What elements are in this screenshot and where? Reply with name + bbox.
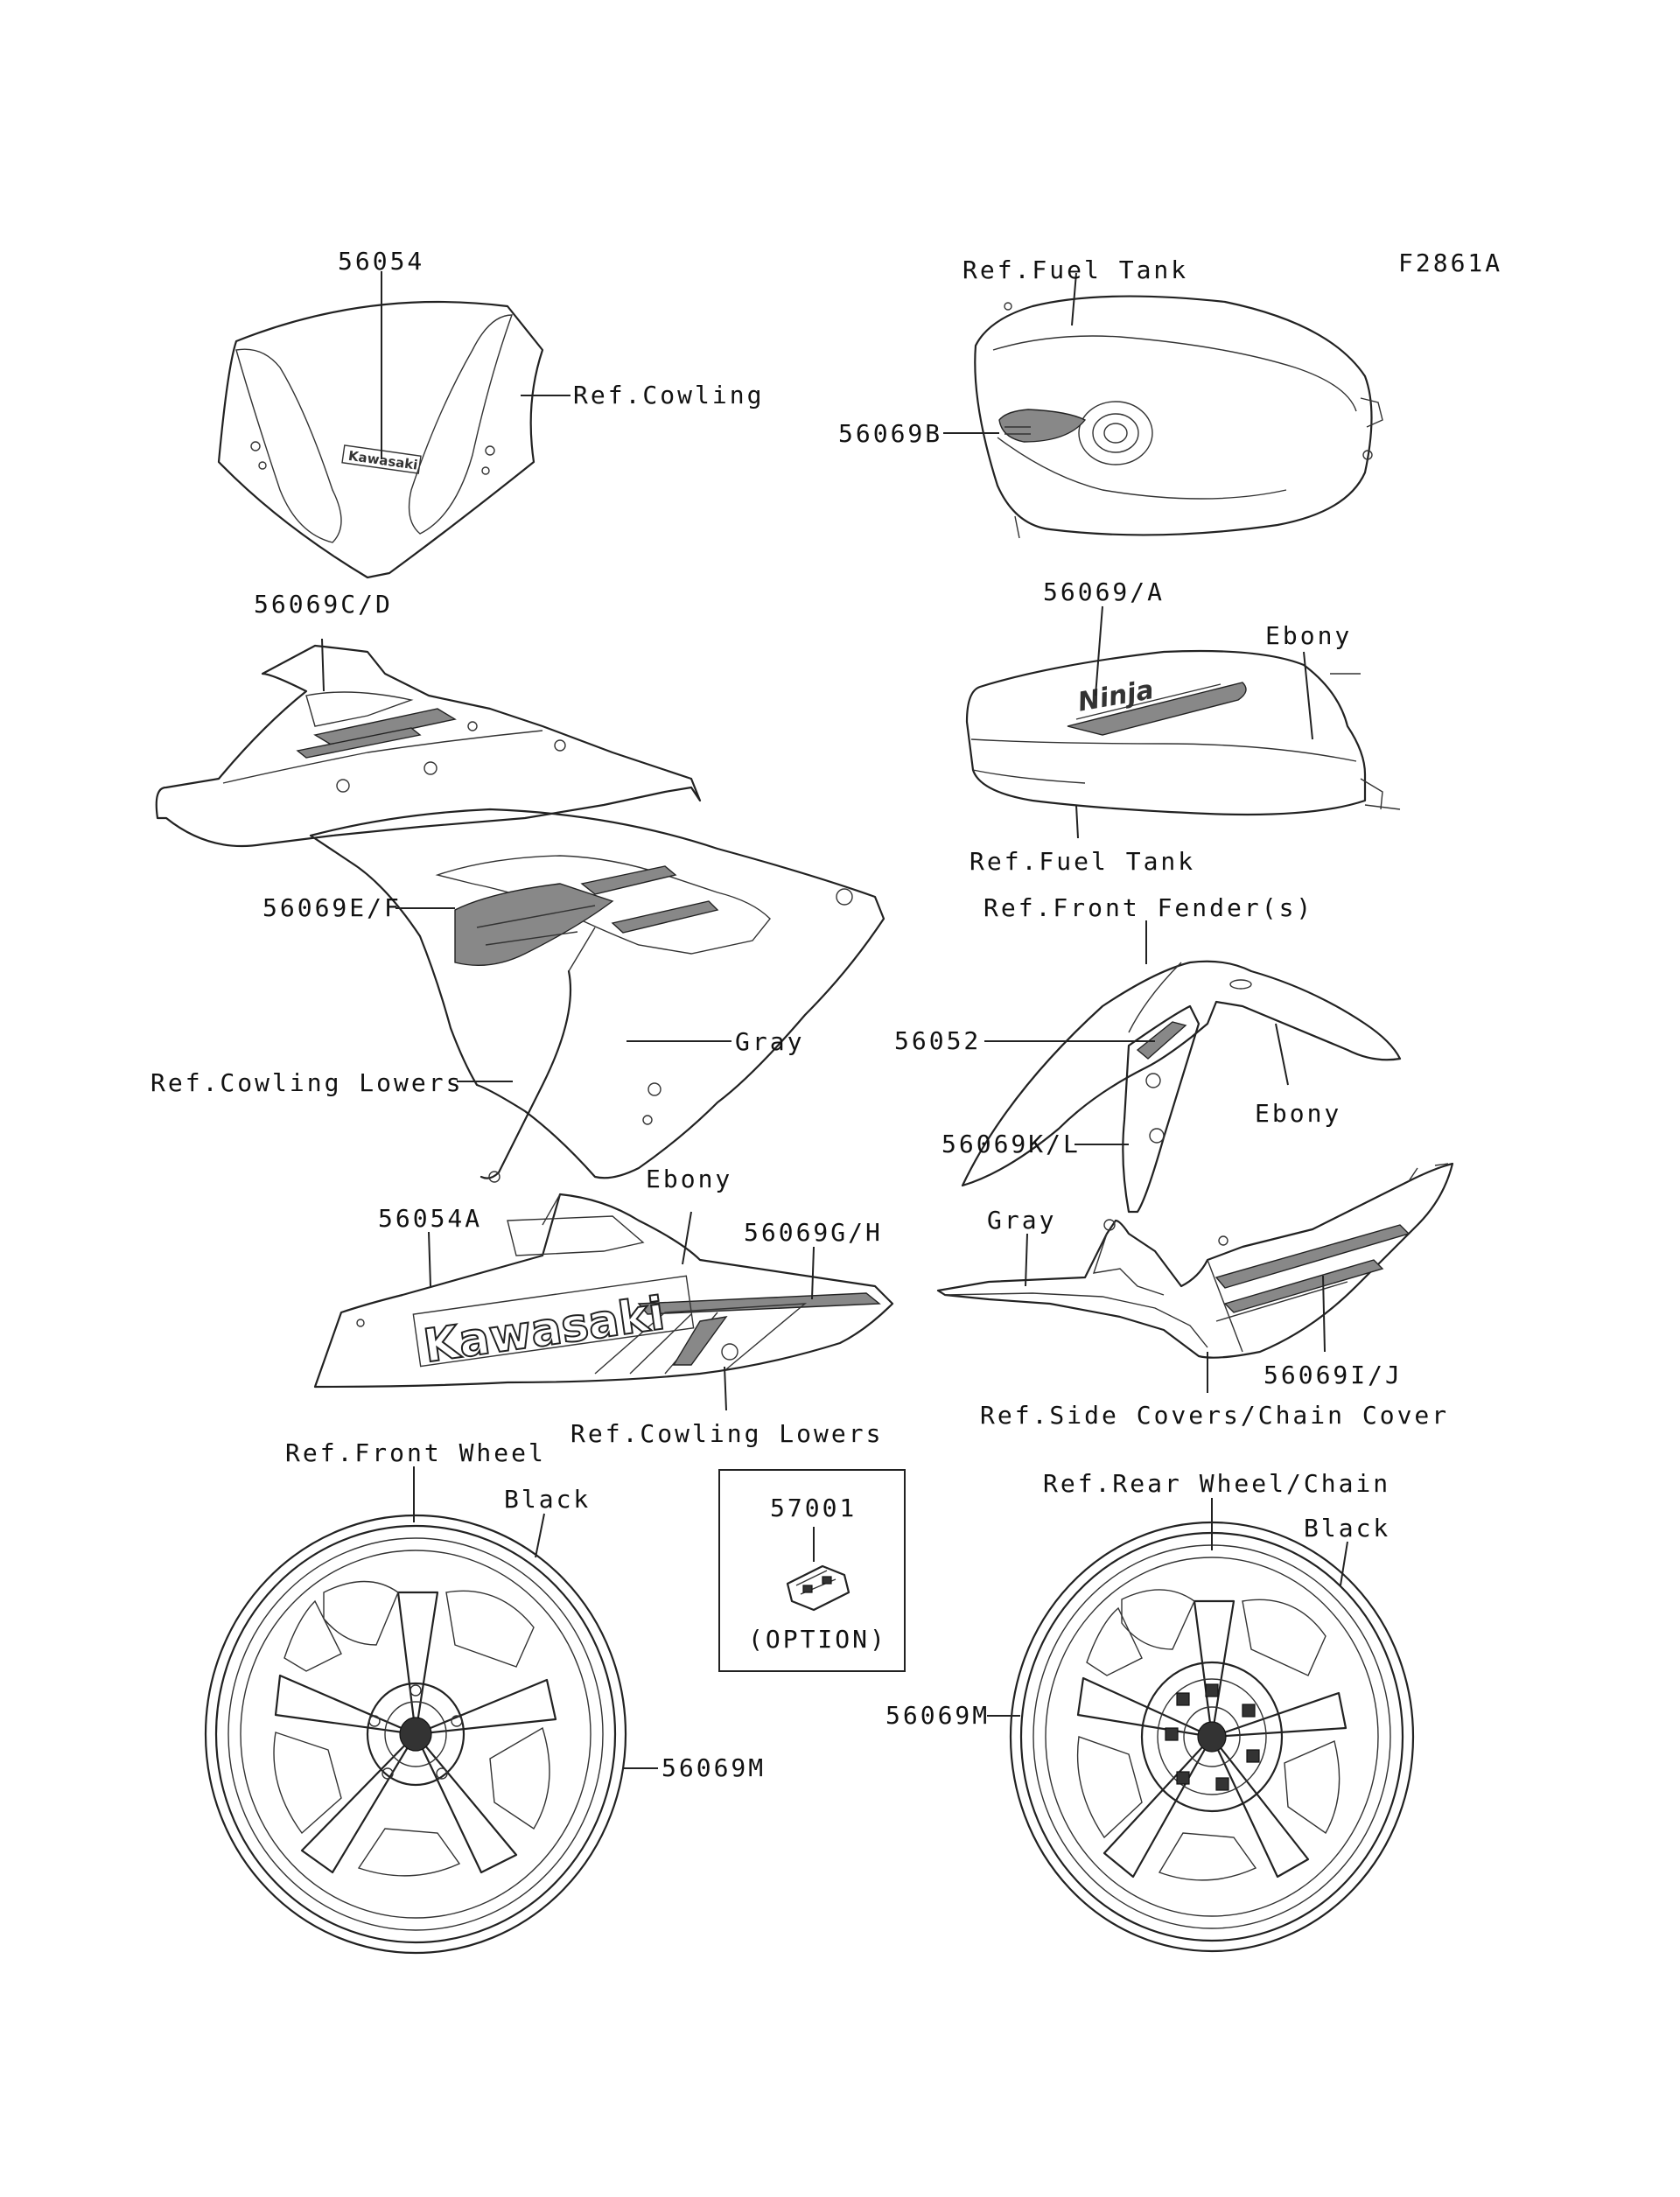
- lower-kawasaki-decal: Kawasaki: [421, 1288, 668, 1374]
- side-cover-illustration: [936, 1162, 1454, 1359]
- part-56054A-label: 56054A: [378, 1204, 482, 1233]
- color-ebony-tank-label: Ebony: [1265, 621, 1352, 650]
- front-fender-illustration: [961, 960, 1402, 1214]
- color-ebony-fender-label: Ebony: [1255, 1099, 1341, 1128]
- leader-ref-cowling-lowers-bottom: [724, 1366, 727, 1411]
- part-56069IJ-label: 56069I/J: [1264, 1361, 1403, 1389]
- leader-ebony-tank: [1303, 651, 1313, 740]
- side-cowling-illustration: [155, 644, 886, 1183]
- ref-front-fender-label: Ref.Front Fender(s): [984, 893, 1313, 922]
- leader-56069A: [1095, 605, 1103, 696]
- ref-rear-wheel-label: Ref.Rear Wheel/Chain: [1043, 1469, 1390, 1498]
- leader-56069GH: [811, 1246, 815, 1300]
- ref-cowling-lowers-left-label: Ref.Cowling Lowers: [150, 1068, 463, 1097]
- color-gray-sidecover-label: Gray: [987, 1206, 1056, 1235]
- rear-wheel-illustration: [1009, 1521, 1415, 1953]
- leader-black-rear: [1340, 1541, 1348, 1586]
- part-56054-label: 56054: [338, 247, 424, 276]
- part-57001-label: 57001: [770, 1494, 857, 1522]
- part-56069B-label: 56069B: [838, 419, 942, 448]
- ref-front-wheel-label: Ref.Front Wheel: [285, 1438, 546, 1467]
- part-56069CD-label: 56069C/D: [254, 590, 393, 619]
- part-56069M-rear-label: 56069M: [886, 1701, 990, 1730]
- color-ebony-lower-label: Ebony: [646, 1165, 732, 1193]
- leader-56054A: [428, 1231, 431, 1287]
- part-56069EF-label: 56069E/F: [262, 893, 402, 922]
- ref-fuel-tank-bottom-label: Ref.Fuel Tank: [970, 847, 1195, 876]
- leader-ebony-fender: [1275, 1023, 1289, 1086]
- fuel-tank-side-illustration: Ninja: [965, 649, 1401, 816]
- leader-56069IJ: [1322, 1275, 1326, 1353]
- leader-black-front: [535, 1513, 545, 1558]
- fuel-tank-top-illustration: [974, 295, 1383, 539]
- leader-56069CD: [321, 638, 325, 692]
- part-56052-label: 56052: [894, 1026, 981, 1055]
- part-56069GH-label: 56069G/H: [744, 1218, 883, 1247]
- front-wheel-illustration: [204, 1514, 627, 1955]
- option-label: (OPTION): [748, 1625, 887, 1654]
- part-56069M-front-label: 56069M: [662, 1753, 766, 1782]
- ref-cowling-label: Ref.Cowling: [573, 381, 764, 409]
- part-56069KL-label: 56069K/L: [942, 1130, 1081, 1158]
- part-56069A-label: 56069/A: [1043, 577, 1165, 606]
- windscreen-kawasaki-decal: Kawasaki: [347, 448, 419, 473]
- ref-side-covers-label: Ref.Side Covers/Chain Cover: [980, 1401, 1449, 1430]
- clip-part-illustration: [786, 1564, 850, 1612]
- figure-code: F2861A: [1398, 248, 1502, 277]
- sprocket-holes: [1165, 1683, 1260, 1791]
- color-black-front-label: Black: [504, 1485, 591, 1514]
- leader-gray-sidecover: [1025, 1233, 1028, 1287]
- color-black-rear-label: Black: [1304, 1514, 1390, 1543]
- ref-cowling-lowers-bottom-label: Ref.Cowling Lowers: [570, 1419, 883, 1448]
- ref-fuel-tank-top-label: Ref.Fuel Tank: [962, 255, 1188, 284]
- leader-ref-fuel-tank-bottom: [1075, 804, 1079, 839]
- leader-ebony-lower: [682, 1211, 692, 1265]
- color-gray-cowling-label: Gray: [735, 1027, 804, 1056]
- leader-ref-fuel-tank-top: [1071, 272, 1077, 326]
- option-box: [718, 1469, 906, 1672]
